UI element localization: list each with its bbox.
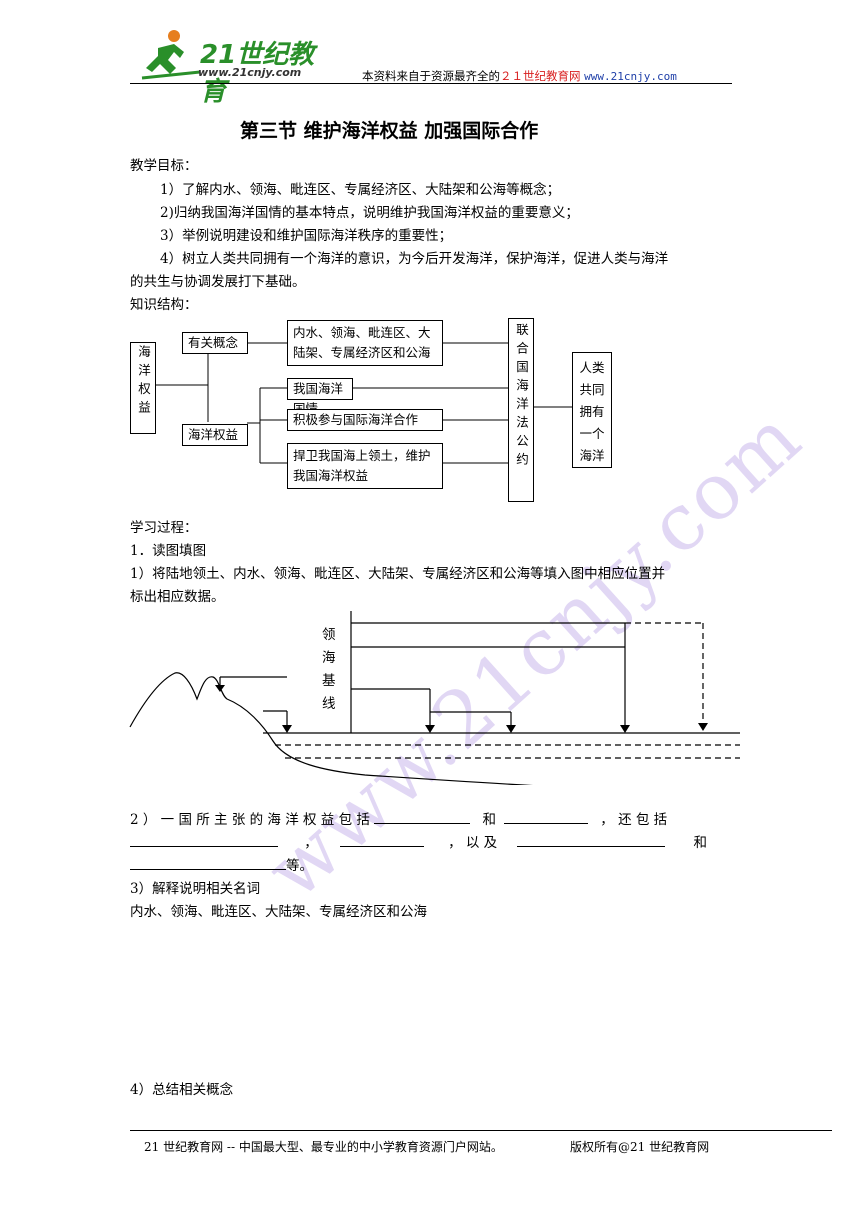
question-3: 3）解释说明相关名词 [130, 881, 261, 897]
node-rights: 海洋权益 [182, 424, 248, 446]
logo-url: www.21cnjy.com [198, 66, 302, 79]
blank-1[interactable] [374, 809, 471, 824]
blank-3[interactable] [130, 832, 278, 847]
rights-3-line2: 我国海洋权益 [293, 468, 369, 483]
node-concept: 有关概念 [182, 332, 248, 354]
q2-text-d: ， [304, 835, 318, 851]
question-2-line2: ， ， 以 及 和 [130, 831, 707, 851]
source-prefix: 本资料来自于资源最齐全的 [362, 69, 500, 83]
header-rule [130, 83, 732, 84]
baseline-label-text: 领海基线 [322, 627, 336, 712]
node-rights-1: 我国海洋国情 [287, 378, 353, 416]
footer-rule [130, 1130, 832, 1131]
node-treaty-label: 联合国海洋法公约 [514, 323, 529, 471]
question-1-line1: 1）将陆地领土、内水、领海、毗连区、大陆架、专属经济区和公海等填入图中相应位置并 [130, 566, 666, 582]
objective-3: 3）举例说明建设和维护国际海洋秩序的重要性； [160, 228, 453, 244]
node-root-label: 海洋权益 [136, 345, 151, 419]
blank-2[interactable] [503, 809, 588, 824]
node-shared-label: 人类共同拥有一个海洋 [579, 360, 605, 463]
question-2-line3: 等。 [130, 854, 313, 874]
blank-5[interactable] [517, 832, 666, 847]
footer-left: 21 世纪教育网 -- 中国最大型、最专业的中小学教育资源门户网站。 [144, 1140, 503, 1154]
objective-4: 4）树立人类共同拥有一个海洋的意识，为今后开发海洋，保护海洋，促进人类与海洋 [160, 251, 669, 267]
sea-zone-diagram [129, 611, 740, 785]
q2-text-a: 2 ） 一 国 所 主 张 的 海 洋 权 益 包 括 [130, 812, 370, 828]
concept-detail-line2: 陆架、专属经济区和公海 [293, 345, 431, 360]
footer-copyright-link[interactable]: 版权所有@21 世纪教育网 [570, 1140, 710, 1154]
q2-text-f: 和 [693, 835, 707, 851]
objective-2: 2)归纳我国海洋国情的基本特点，说明维护我国海洋权益的重要意义； [160, 205, 579, 221]
header-source: 本资料来自于资源最齐全的２１世纪教育网 www.21cnjy.com [362, 68, 677, 84]
node-rights-3: 捍卫我国海上领土，维护 我国海洋权益 [287, 443, 443, 489]
node-rights-2: 积极参与国际海洋合作 [287, 409, 443, 431]
process-heading: 学习过程： [130, 520, 198, 536]
objective-4-cont: 的共生与协调发展打下基础。 [130, 274, 306, 290]
rights-3-line1: 捍卫我国海上领土，维护 [293, 448, 431, 463]
q2-text-e: ， 以 及 [448, 835, 498, 851]
node-concept-detail: 内水、领海、毗连区、大 陆架、专属经济区和公海 [287, 320, 443, 366]
objective-1: 1）了解内水、领海、毗连区、专属经济区、大陆架和公海等概念； [160, 182, 561, 198]
runner-logo-icon [141, 30, 201, 80]
logo-text: 21世纪教育 [200, 40, 315, 107]
blank-6[interactable] [130, 855, 286, 870]
site-logo: 21世纪教育 www.21cnjy.com [140, 28, 340, 107]
node-root: 海洋权益 [130, 342, 156, 434]
structure-connectors [156, 342, 572, 464]
structure-heading: 知识结构： [130, 297, 198, 313]
question-4: 4）总结相关概念 [130, 1082, 234, 1098]
q2-text-g: 等。 [286, 858, 313, 874]
objectives-heading: 教学目标： [130, 158, 198, 174]
question-2-line1: 2 ） 一 国 所 主 张 的 海 洋 权 益 包 括 和 ， 还 包 括 [130, 808, 667, 828]
source-site-link[interactable]: ２１世纪教育网 [500, 69, 581, 83]
question-1-line2: 标出相应数据。 [130, 589, 225, 605]
node-treaty: 联合国海洋法公约 [508, 318, 534, 502]
concept-detail-line1: 内水、领海、毗连区、大 [293, 325, 431, 340]
node-shared: 人类共同拥有一个海洋 [572, 352, 612, 468]
source-url-link[interactable]: www.21cnjy.com [584, 70, 677, 83]
q2-text-c: ， 还 包 括 [600, 812, 668, 828]
baseline-label: 领海基线 [322, 624, 342, 716]
q2-text-b: 和 [482, 812, 496, 828]
page-title: 第三节 维护海洋权益 加强国际合作 [240, 120, 539, 142]
question-3-terms: 内水、领海、毗连区、大陆架、专属经济区和公海 [130, 904, 427, 920]
blank-4[interactable] [339, 832, 424, 847]
step-1: 1．读图填图 [130, 543, 207, 559]
